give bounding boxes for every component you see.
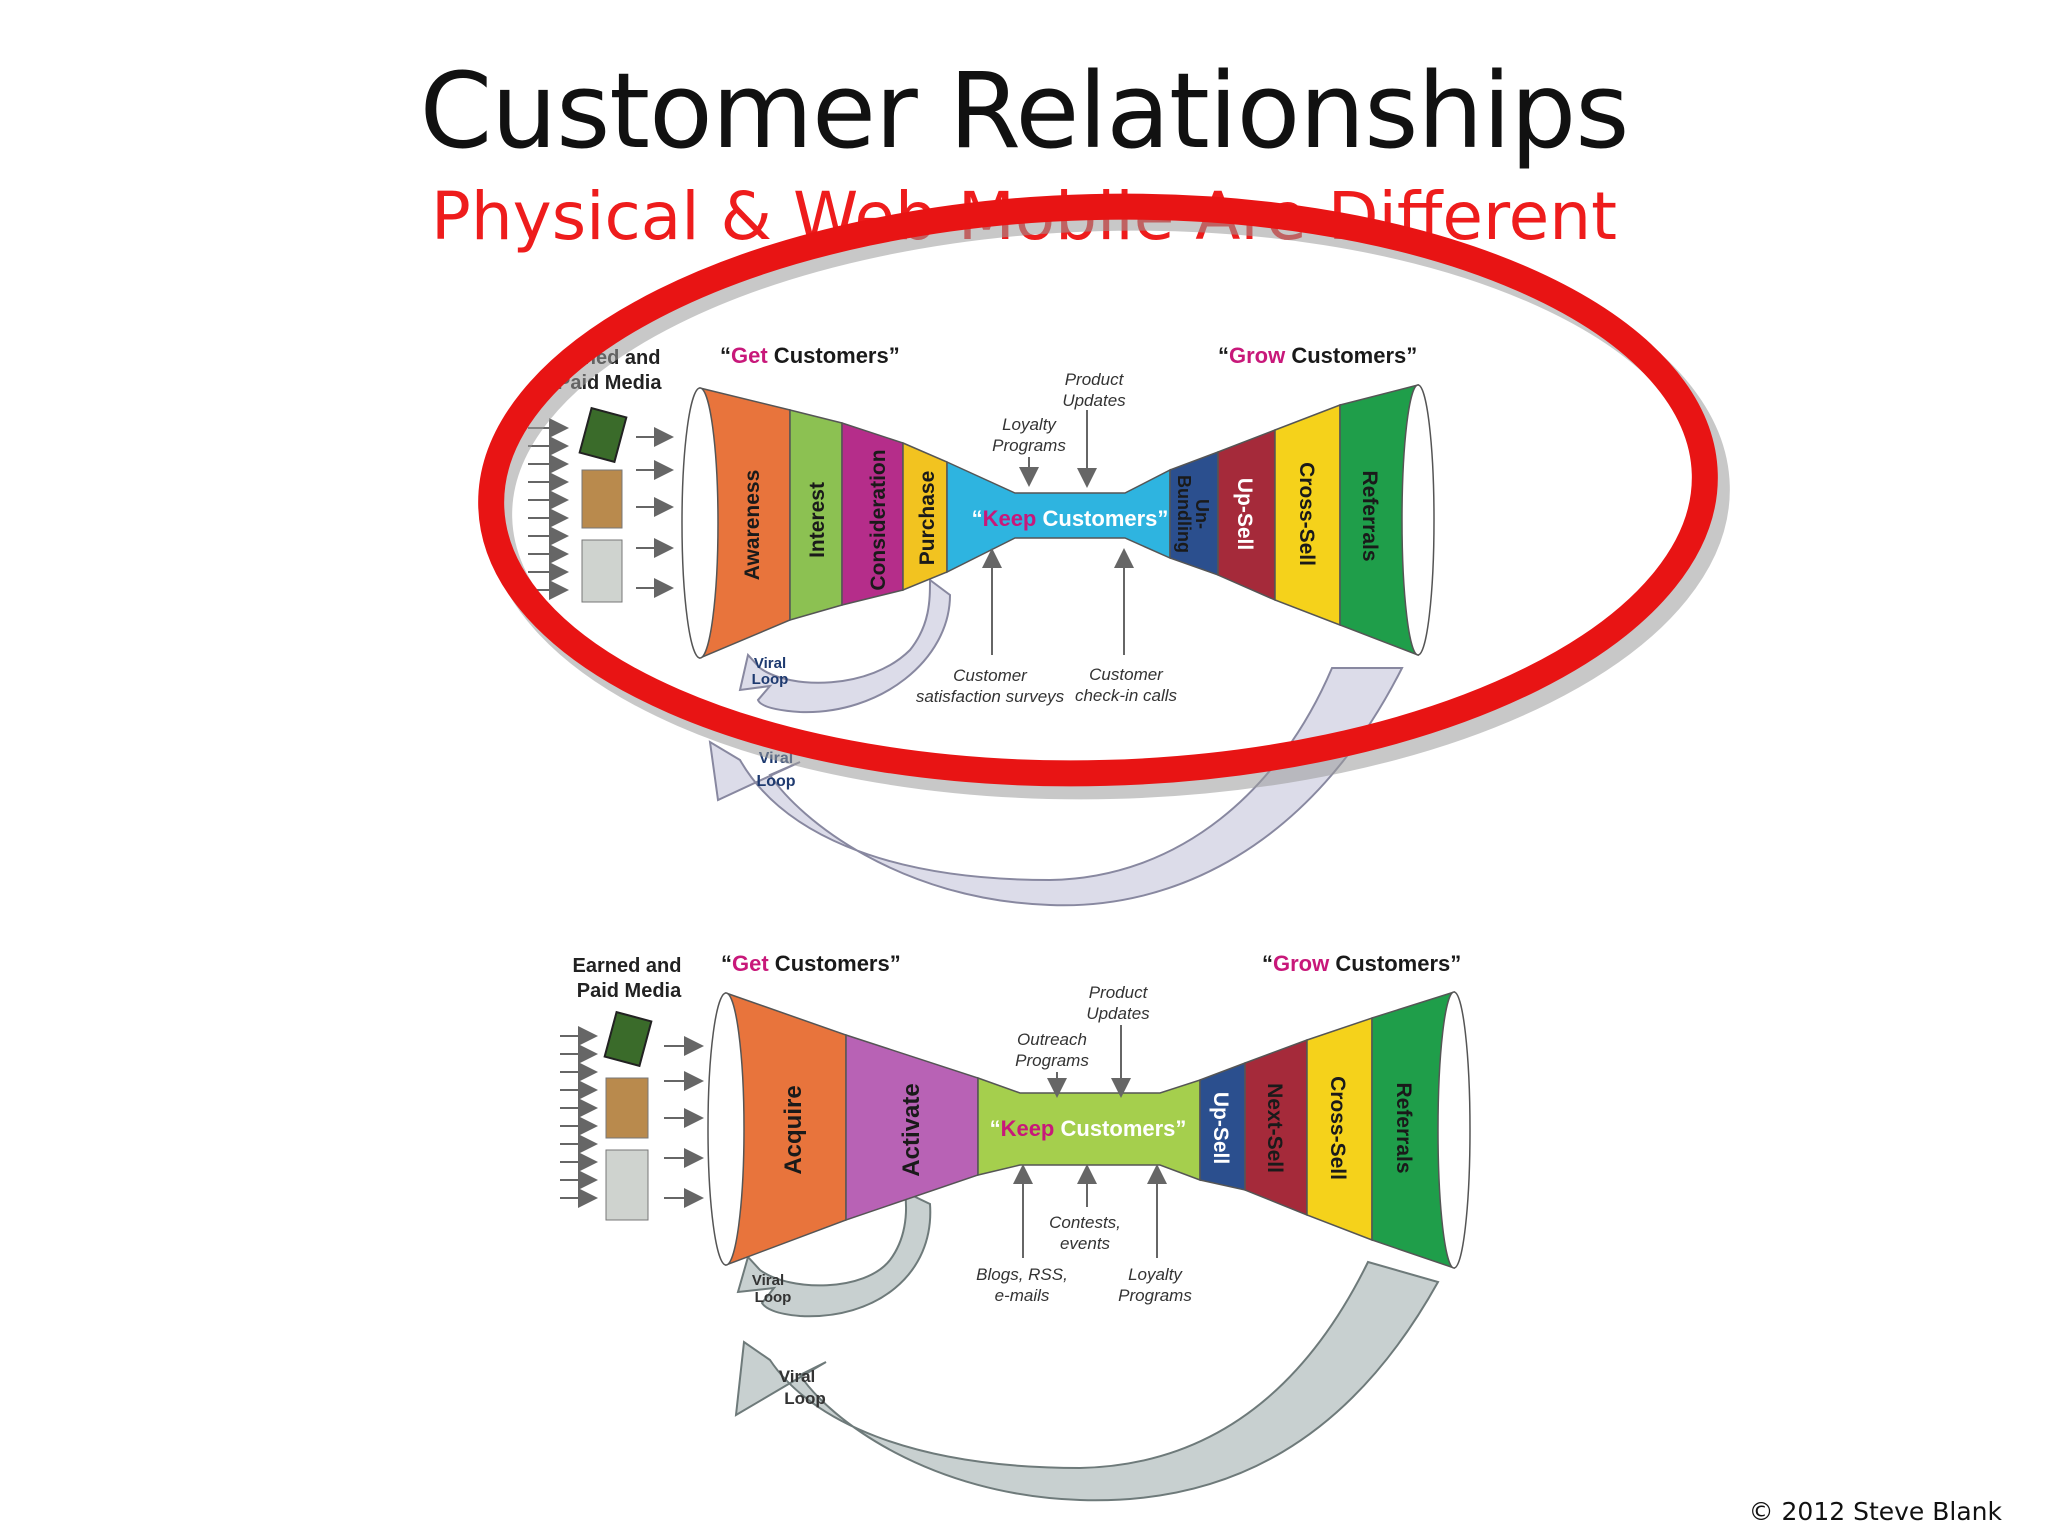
physical-note-survey-1: Customer (953, 666, 1028, 685)
web-big-viral-loop-arrow (734, 1260, 1440, 1502)
physical-small-viral-loop-arrow (738, 578, 952, 714)
physical-keep-label: “Keep Customers” (972, 506, 1169, 531)
web-small-loop-label-1: Viral (752, 1272, 784, 1289)
web-note-contests-2: events (1060, 1234, 1111, 1253)
physical-note-survey-2: satisfaction surveys (916, 687, 1065, 706)
physical-small-loop-label-1: Viral (754, 655, 786, 672)
stage-label-acquire: Acquire (780, 1085, 807, 1174)
media-champagne-photo (581, 539, 623, 603)
web-note-blogs-1: Blogs, RSS, (976, 1265, 1068, 1284)
physical-note-loyalty-2: Programs (992, 436, 1066, 455)
web-grow-header: “Grow Customers” (1262, 951, 1461, 976)
stage-label-referrals: Referrals (1358, 470, 1381, 561)
web-note-outreach-1: Outreach (1017, 1030, 1087, 1049)
stage-label-consideration: Consideration (867, 449, 890, 590)
stage-label-un: Un- (1192, 499, 1212, 529)
physical-funnel: Awareness Interest Consideration Purchas… (528, 343, 1435, 907)
web-note-blogs-2: e-mails (995, 1286, 1050, 1305)
web-media-photos (603, 1010, 653, 1221)
page-title: Customer Relationships (419, 50, 1630, 172)
web-media-label-line1: Earned and (573, 955, 682, 977)
stage-label-up-sell: Up-Sell (1233, 478, 1256, 550)
web-note-product-2: Updates (1086, 1004, 1150, 1023)
media-device-photo (578, 406, 628, 464)
physical-note-product-2: Updates (1062, 391, 1126, 410)
web-stage-label-next-sell: Next-Sell (1263, 1083, 1286, 1173)
web-note-loyalty-2: Programs (1118, 1286, 1192, 1305)
stage-label-activate: Activate (898, 1083, 925, 1176)
media-horse-photo (605, 1077, 649, 1139)
media-device-photo (603, 1010, 653, 1068)
stage-label-purchase: Purchase (916, 471, 939, 566)
web-get-mouth (707, 992, 745, 1266)
web-media-arrows (560, 1026, 704, 1208)
web-note-outreach-2: Programs (1015, 1051, 1089, 1070)
web-big-loop-label-2: Loop (784, 1389, 826, 1408)
web-funnel: Acquire Activate Up-Sell Next-Sell Cross… (560, 951, 1471, 1502)
web-keep-label: “Keep Customers” (990, 1116, 1187, 1141)
stage-label-awareness: Awareness (741, 470, 764, 581)
physical-grow-mouth (1401, 384, 1435, 656)
web-stage-label-cross-sell: Cross-Sell (1326, 1076, 1349, 1180)
web-note-contests-1: Contests, (1049, 1213, 1121, 1232)
web-small-loop-label-2: Loop (755, 1289, 792, 1306)
physical-big-loop-label-2: Loop (756, 773, 795, 790)
media-horse-photo (581, 469, 623, 529)
web-stage-label-referrals: Referrals (1392, 1082, 1415, 1173)
physical-get-header: “Get Customers” (720, 343, 900, 368)
web-get-header: “Get Customers” (721, 951, 901, 976)
stage-label-interest: Interest (806, 482, 829, 558)
stage-label-bundling: Bundling (1174, 475, 1194, 553)
physical-note-loyalty-1: Loyalty (1002, 415, 1057, 434)
physical-small-loop-label-2: Loop (752, 671, 789, 688)
physical-note-checkin-1: Customer (1089, 665, 1164, 684)
web-big-loop-label-1: Viral (779, 1367, 816, 1386)
physical-note-product-1: Product (1065, 370, 1125, 389)
stage-label-cross-sell: Cross-Sell (1295, 462, 1318, 566)
physical-grow-header: “Grow Customers” (1218, 343, 1417, 368)
physical-media-photos (578, 406, 628, 603)
physical-get-mouth (681, 387, 719, 659)
web-media-label-line2: Paid Media (577, 980, 682, 1002)
web-grow-mouth (1437, 991, 1471, 1269)
web-note-product-1: Product (1089, 983, 1149, 1002)
web-stage-label-up-sell: Up-Sell (1209, 1092, 1232, 1164)
highlight-ring-ellipse (478, 193, 1718, 787)
web-small-viral-loop-arrow (736, 1190, 932, 1318)
media-champagne-photo (605, 1149, 649, 1221)
web-note-loyalty-1: Loyalty (1128, 1265, 1183, 1284)
copyright-notice: © 2012 Steve Blank (1748, 1497, 2002, 1526)
highlight-ring (478, 193, 1730, 800)
physical-note-checkin-2: check-in calls (1075, 686, 1178, 705)
